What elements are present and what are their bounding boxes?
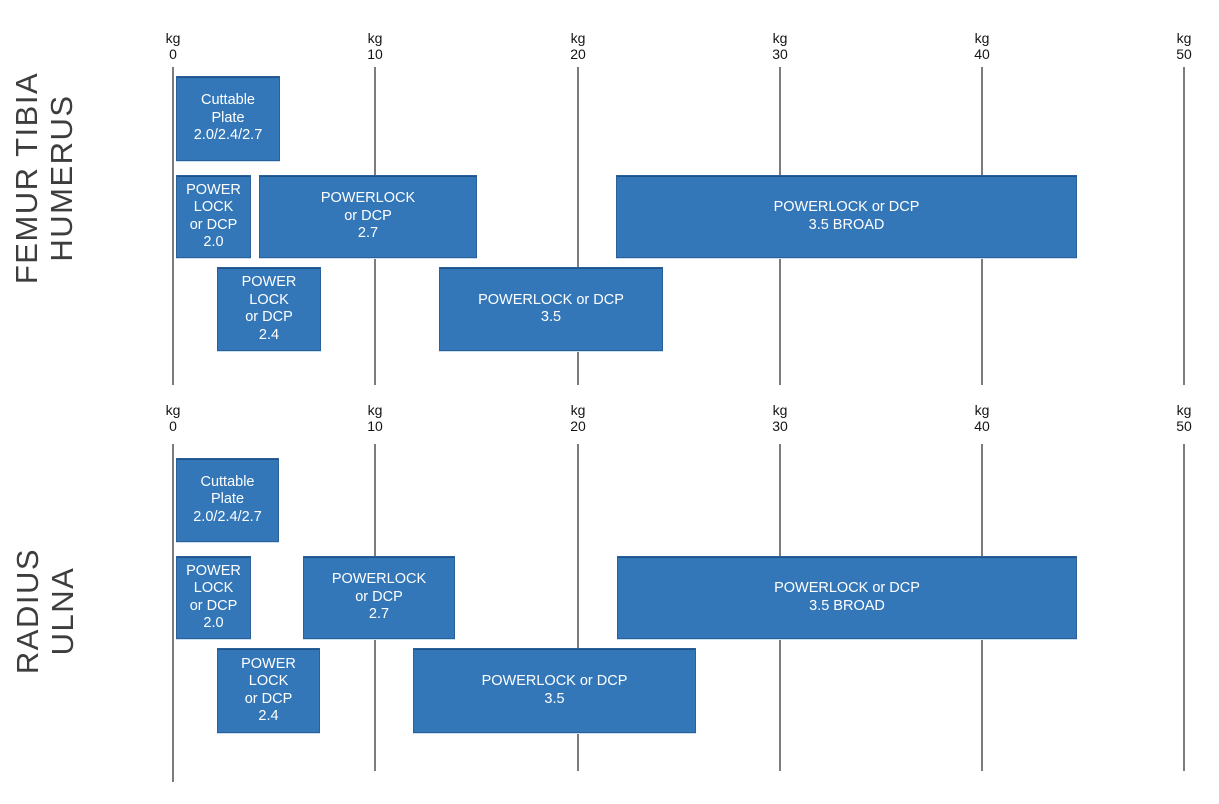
tick-unit: kg — [367, 402, 383, 418]
bar-label-line: POWER — [241, 655, 296, 672]
bar-powerlock-3-5-femur: POWERLOCK or DCP 3.5 — [439, 267, 663, 351]
bar-label-line: or DCP — [189, 216, 238, 233]
tick-value: 0 — [169, 418, 177, 434]
bar-label-line: 2.0/2.4/2.7 — [193, 508, 262, 525]
gridline-bottom-0kg — [172, 444, 174, 782]
tick-top-40kg: kg 40 — [942, 30, 1022, 62]
bar-powerlock-3-5-radius: POWERLOCK or DCP 3.5 — [413, 648, 696, 733]
bar-powerlock-3-5-broad-radius: POWERLOCK or DCP 3.5 BROAD — [617, 556, 1077, 639]
bar-label-line: 2.0/2.4/2.7 — [193, 127, 263, 144]
tick-unit: kg — [570, 30, 586, 46]
tick-value: 10 — [367, 46, 383, 62]
bar-label-line: 3.5 BROAD — [808, 216, 885, 233]
bar-label-line: 2.4 — [258, 708, 279, 724]
bar-powerlock-2-4-radius: POWER LOCK or DCP 2.4 — [217, 648, 320, 733]
bar-cuttable-plate-radius: Cuttable Plate 2.0/2.4/2.7 — [176, 458, 279, 542]
tick-bottom-0kg: kg 0 — [133, 402, 213, 434]
tick-bottom-30kg: kg 30 — [740, 402, 820, 434]
bar-label-line: 2.0 — [203, 234, 224, 250]
bar-label-line: POWER — [186, 562, 241, 579]
tick-value: 0 — [169, 46, 177, 62]
section-label-line-1: RADIUS — [10, 547, 45, 675]
tick-top-30kg: kg 30 — [740, 30, 820, 62]
tick-value: 50 — [1176, 46, 1192, 62]
tick-unit: kg — [974, 402, 990, 418]
bar-label-line: 3.5 — [544, 690, 565, 707]
bar-powerlock-2-0-radius: POWER LOCK or DCP 2.0 — [176, 556, 251, 639]
gridline-top-20kg — [577, 67, 579, 385]
bar-powerlock-2-0-femur: POWER LOCK or DCP 2.0 — [176, 175, 251, 258]
bar-label-line: or DCP — [245, 309, 293, 325]
bar-powerlock-2-4-femur: POWER LOCK or DCP 2.4 — [217, 267, 321, 351]
tick-value: 20 — [570, 46, 586, 62]
tick-unit: kg — [165, 30, 181, 46]
bar-label-line: 2.4 — [258, 326, 280, 343]
tick-top-50kg: kg 50 — [1144, 30, 1219, 62]
bar-cuttable-plate-femur: Cuttable Plate 2.0/2.4/2.7 — [176, 76, 280, 161]
bar-powerlock-2-7-femur: POWERLOCK or DCP 2.7 — [259, 175, 477, 258]
tick-unit: kg — [772, 30, 788, 46]
bar-label-line: Plate — [211, 109, 245, 126]
tick-unit: kg — [772, 402, 788, 418]
tick-unit: kg — [1176, 30, 1192, 46]
tick-value: 50 — [1176, 418, 1192, 434]
tick-value: 20 — [570, 418, 586, 434]
bar-label-line: POWER — [186, 181, 241, 198]
section-label-femur-tibia-humerus: FEMUR TIBIA HUMERUS — [9, 48, 79, 308]
bar-label-line: 2.7 — [357, 225, 379, 242]
tick-bottom-50kg: kg 50 — [1144, 402, 1219, 434]
bar-label-line: 2.0 — [203, 615, 224, 631]
section-label-line-2: ULNA — [45, 566, 80, 656]
tick-bottom-20kg: kg 20 — [538, 402, 618, 434]
bar-label-line: 3.5 — [540, 309, 562, 325]
bar-label-line: LOCK — [193, 199, 234, 215]
bar-label-line: POWERLOCK — [331, 571, 427, 588]
bar-label-line: Cuttable — [200, 92, 255, 109]
bar-label-line: or DCP — [344, 207, 392, 224]
tick-top-0kg: kg 0 — [133, 30, 213, 62]
tick-unit: kg — [1176, 402, 1192, 418]
tick-bottom-10kg: kg 10 — [335, 402, 415, 434]
tick-bottom-40kg: kg 40 — [942, 402, 1022, 434]
gridline-top-50kg — [1183, 67, 1185, 385]
bar-label-line: POWERLOCK or DCP — [481, 673, 628, 689]
tick-unit: kg — [570, 402, 586, 418]
tick-value: 30 — [772, 418, 788, 434]
bar-label-line: POWERLOCK or DCP — [478, 291, 624, 308]
tick-unit: kg — [165, 402, 181, 418]
bar-label-line: Cuttable — [200, 473, 255, 490]
tick-top-10kg: kg 10 — [335, 30, 415, 62]
bar-powerlock-3-5-broad-femur: POWERLOCK or DCP 3.5 BROAD — [616, 175, 1077, 258]
bar-label-line: POWERLOCK or DCP — [773, 199, 920, 215]
gridline-top-0kg — [172, 67, 174, 385]
tick-value: 30 — [772, 46, 788, 62]
tick-top-20kg: kg 20 — [538, 30, 618, 62]
bar-label-line: LOCK — [248, 673, 289, 689]
section-label-line-2: HUMERUS — [44, 94, 79, 262]
gridline-bottom-20kg — [577, 444, 579, 771]
bar-label-line: or DCP — [244, 690, 293, 707]
bar-powerlock-2-7-radius: POWERLOCK or DCP 2.7 — [303, 556, 455, 639]
bar-label-line: LOCK — [249, 291, 289, 308]
section-label-line-1: FEMUR TIBIA — [9, 71, 44, 285]
bar-label-line: LOCK — [193, 580, 234, 596]
bar-label-line: or DCP — [355, 588, 403, 605]
bar-label-line: 3.5 BROAD — [809, 597, 885, 614]
bar-label-line: POWERLOCK or DCP — [774, 580, 920, 596]
tick-value: 40 — [974, 418, 990, 434]
tick-unit: kg — [974, 30, 990, 46]
bar-label-line: Plate — [210, 491, 245, 508]
bar-label-line: or DCP — [189, 597, 238, 614]
gridline-bottom-50kg — [1183, 444, 1185, 771]
bar-label-line: POWERLOCK — [320, 190, 416, 207]
section-label-radius-ulna: RADIUS ULNA — [10, 481, 80, 741]
tick-value: 10 — [367, 418, 383, 434]
tick-value: 40 — [974, 46, 990, 62]
bar-label-line: POWER — [241, 274, 297, 290]
tick-unit: kg — [367, 30, 383, 46]
bar-label-line: 2.7 — [368, 606, 390, 623]
